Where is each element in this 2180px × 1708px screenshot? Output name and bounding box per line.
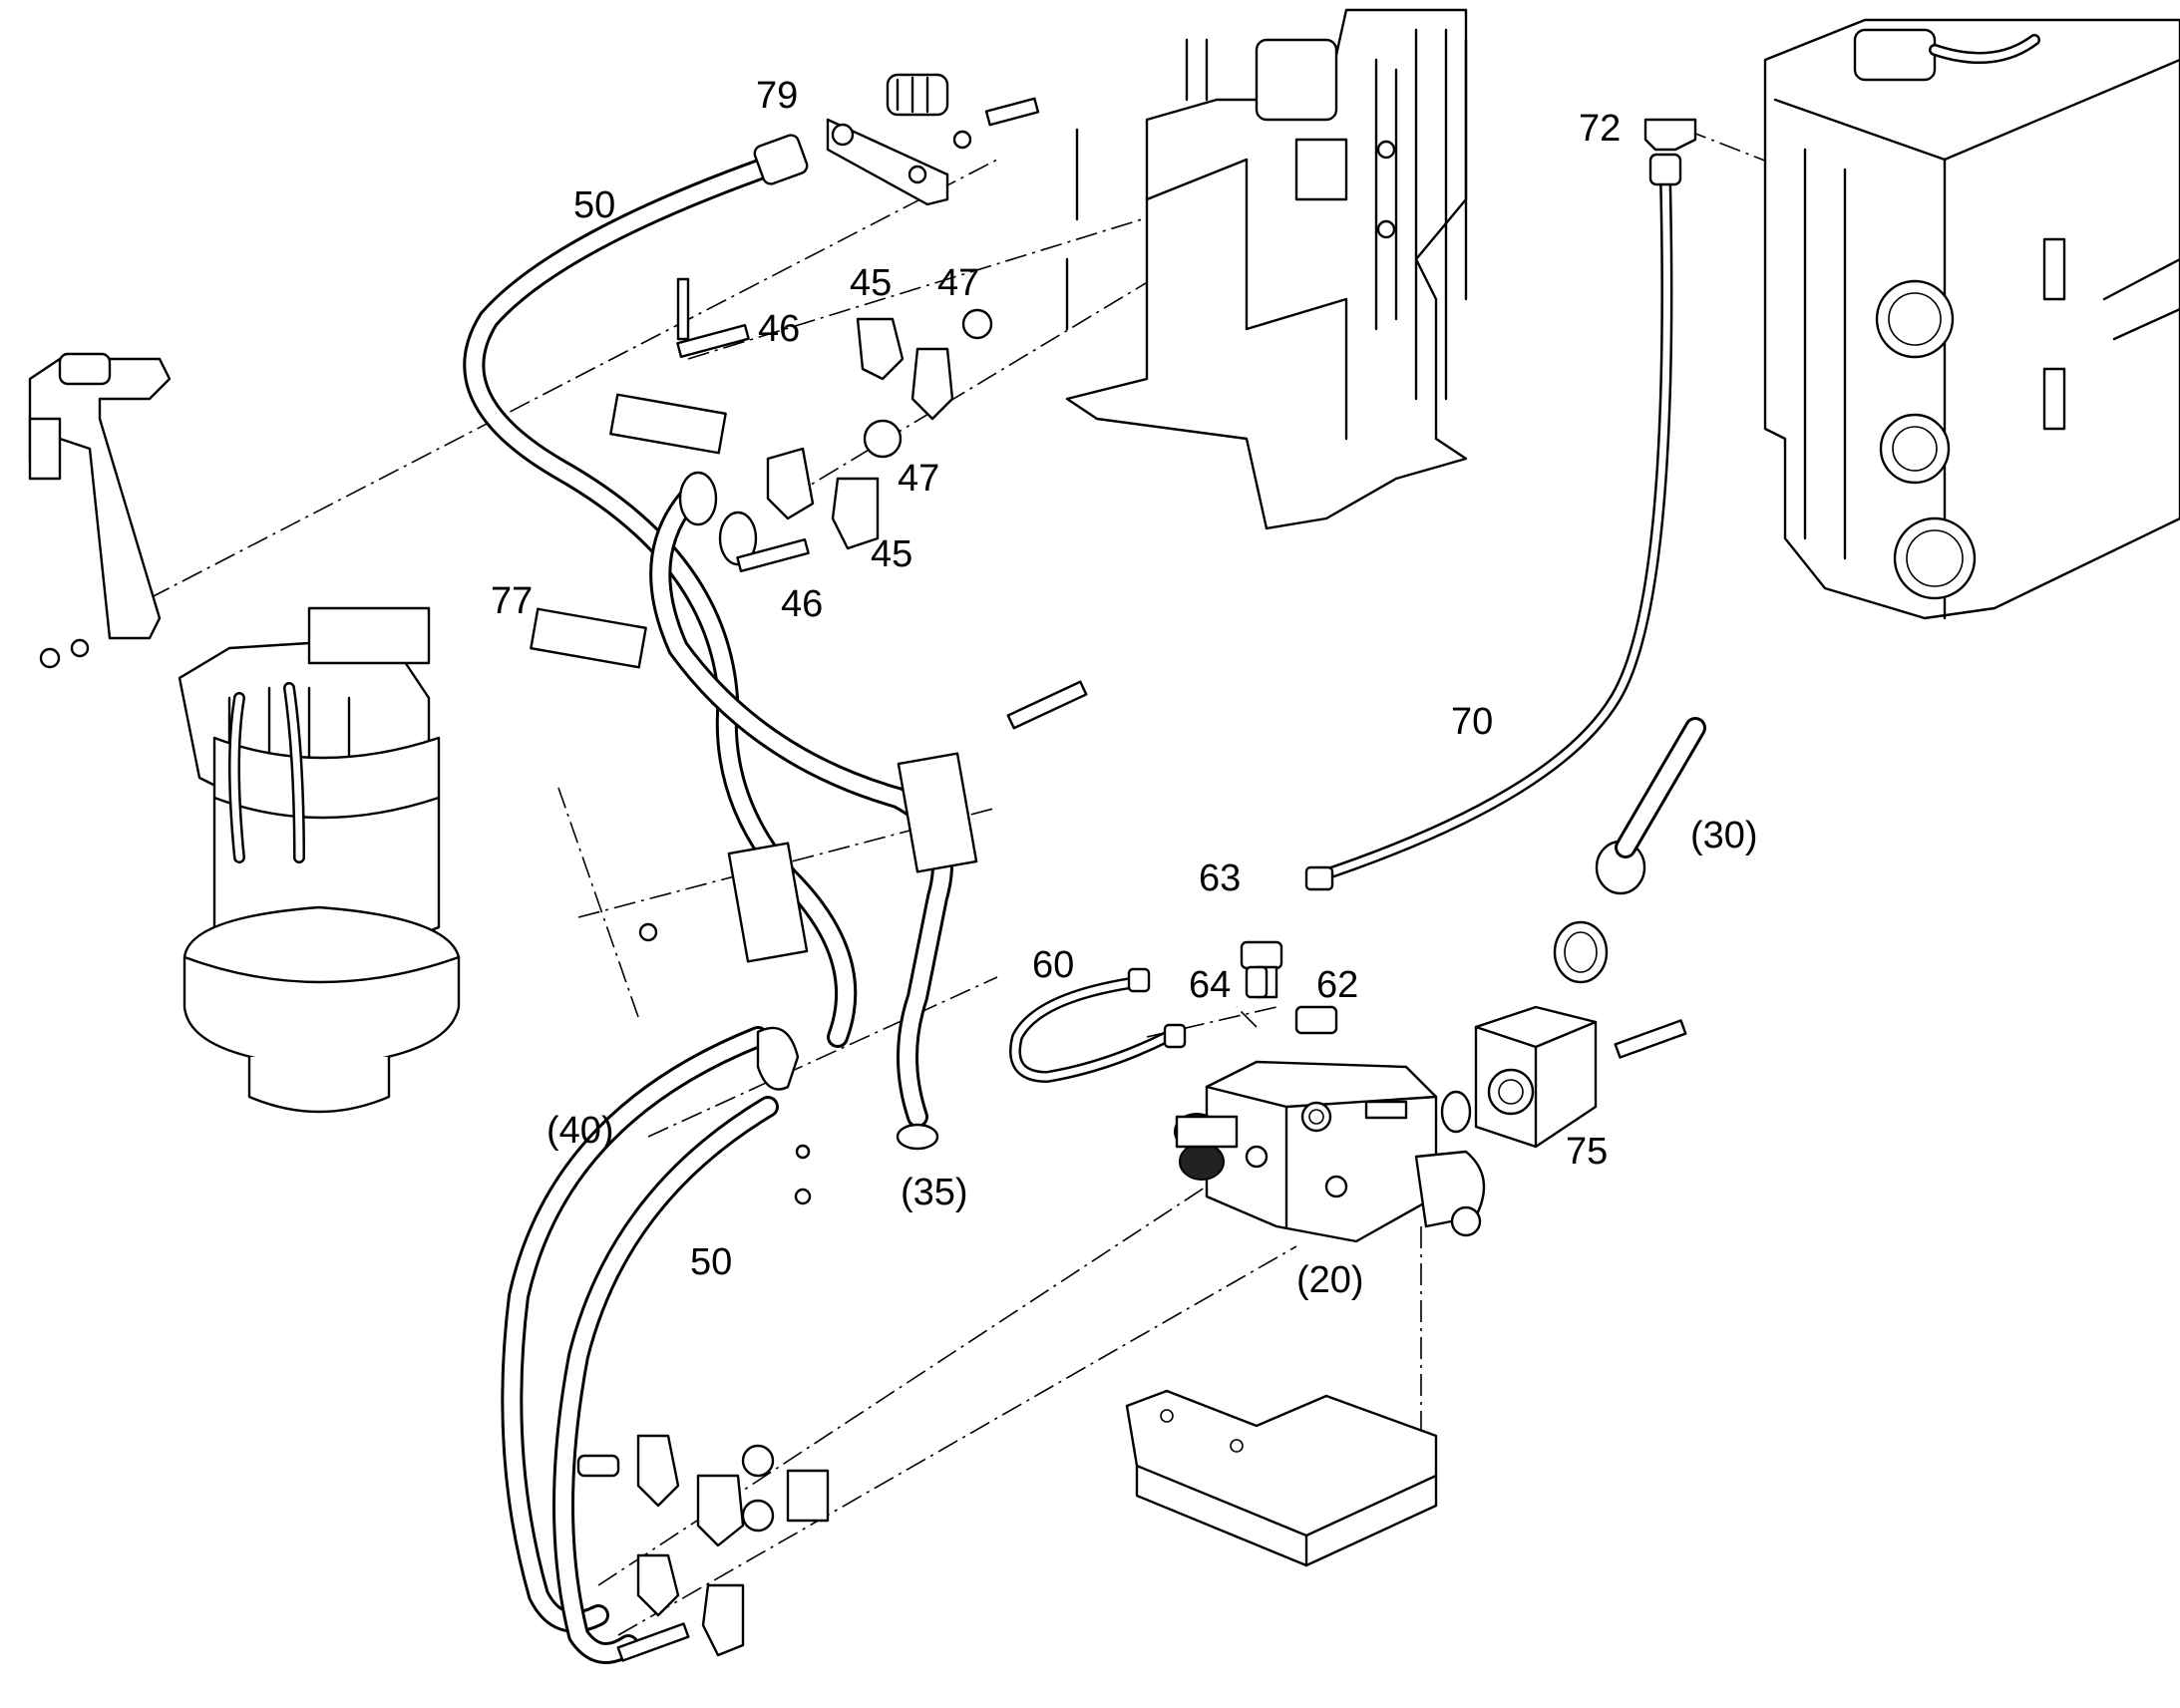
callout-40: (40) — [546, 1110, 614, 1152]
hose-60 — [1009, 967, 1187, 1084]
callout-46-upper: 46 — [758, 308, 800, 350]
callout-75: 75 — [1566, 1131, 1608, 1173]
callout-62: 62 — [1316, 964, 1358, 1006]
valve-block-20 — [1174, 1060, 1486, 1243]
machine-frame-center — [1065, 8, 1468, 530]
callout-79: 79 — [756, 75, 798, 117]
flange-block-75 — [1440, 717, 1706, 1149]
callout-47-lower: 47 — [898, 458, 939, 500]
hose-50-lower — [501, 1026, 779, 1664]
callout-72: 72 — [1579, 108, 1621, 150]
callout-20: (20) — [1296, 1259, 1364, 1301]
callout-45-upper: 45 — [850, 262, 892, 304]
callout-46-lower: 46 — [781, 583, 823, 625]
callout-60: 60 — [1032, 944, 1074, 986]
bracket-79 — [826, 73, 1040, 206]
callout-50-lower: 50 — [690, 1241, 732, 1283]
callout-47-upper: 47 — [937, 262, 979, 304]
machine-frame-right — [1763, 18, 2180, 620]
callout-35: (35) — [901, 1172, 968, 1213]
callout-64: 64 — [1189, 964, 1231, 1006]
callout-77: 77 — [491, 580, 533, 622]
callout-30: (30) — [1690, 815, 1758, 856]
mounting-plate — [1125, 1389, 1438, 1567]
clamps-and-bolts — [530, 277, 1088, 1205]
callout-50-upper: 50 — [573, 184, 615, 226]
callout-45-lower: 45 — [871, 533, 912, 575]
callouts: 79 50 45 47 46 47 45 77 46 72 70 (30) 63… — [491, 75, 1758, 1301]
hose-70 — [1310, 118, 1697, 883]
callout-70: 70 — [1451, 701, 1493, 743]
callout-63: 63 — [1199, 857, 1241, 899]
lower-flanges — [576, 1434, 830, 1662]
swing-motor-assembly — [28, 352, 461, 1114]
fittings-62-63-64 — [1240, 865, 1338, 1035]
